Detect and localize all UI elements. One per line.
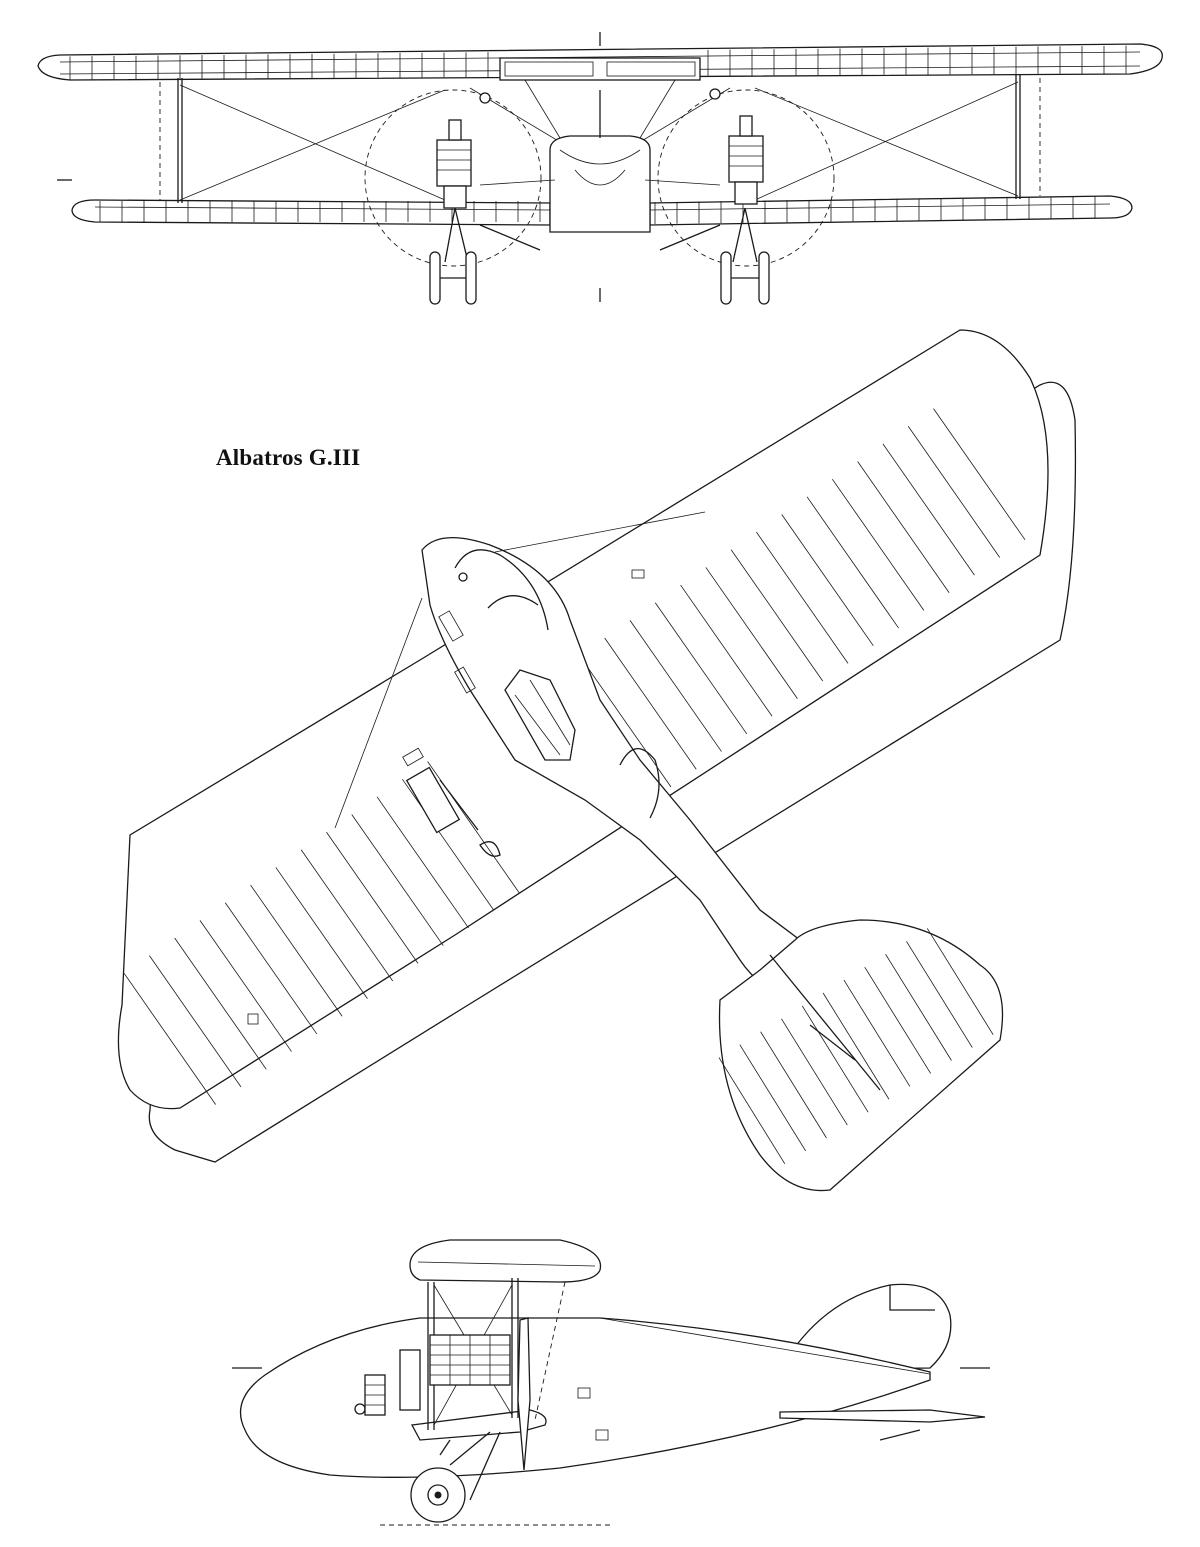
front-right-landing-gear: [659, 207, 770, 305]
rib-line: [149, 955, 242, 1088]
rib-line: [832, 478, 925, 611]
rib-line: [801, 1005, 869, 1113]
side-view: [232, 1239, 990, 1526]
rib-line: [604, 637, 697, 770]
rib-line: [654, 602, 748, 735]
drawing-title: Albatros G.III: [216, 445, 361, 470]
rib-line: [224, 902, 318, 1035]
rib-line: [907, 426, 1001, 558]
side-landing-gear: [410, 1431, 501, 1523]
front-upper-wing-ribs: [69, 45, 1127, 80]
top-engine-right: [504, 669, 576, 761]
side-upper-wing: [409, 1239, 602, 1283]
rib-line: [906, 941, 973, 1048]
rib-line: [885, 954, 952, 1061]
rib-line: [843, 979, 911, 1087]
rib-line: [174, 937, 267, 1070]
front-fuselage: [549, 135, 651, 233]
rib-line: [857, 461, 950, 593]
top-wing-ribs: [123, 408, 1026, 1105]
rib-line: [250, 884, 343, 1017]
rib-line: [781, 1018, 848, 1126]
front-lower-wing-ribs: [99, 196, 1096, 224]
rib-line: [933, 408, 1026, 541]
rib-line: [822, 992, 890, 1100]
rib-line: [199, 920, 292, 1052]
rib-line: [739, 1044, 806, 1152]
rib-line: [300, 849, 394, 982]
front-right-engine: [709, 88, 764, 205]
rib-line: [730, 549, 824, 682]
top-tailplane-ribs: [718, 928, 994, 1165]
side-propeller: [517, 1317, 531, 1471]
rib-line: [629, 620, 722, 752]
rib-line: [806, 496, 899, 629]
top-tailplane: [718, 919, 1004, 1192]
rib-line: [326, 831, 419, 964]
rib-line: [705, 567, 798, 699]
rib-line: [579, 655, 672, 788]
front-left-landing-gear: [429, 207, 541, 305]
rib-line: [680, 584, 773, 717]
side-engine: [399, 1334, 511, 1411]
top-engine-left: [405, 766, 479, 834]
top-view: [117, 329, 1077, 1192]
front-right-propeller-arc: [657, 89, 835, 267]
rib-line: [123, 973, 216, 1105]
rib-line: [781, 514, 874, 646]
rib-line: [864, 966, 931, 1074]
rib-line: [718, 1057, 786, 1165]
rib-line: [760, 1031, 827, 1139]
front-left-propeller-arc: [364, 89, 542, 267]
front-left-engine: [436, 92, 491, 209]
front-view: [37, 32, 1163, 305]
rib-line: [351, 814, 444, 946]
rib-line: [926, 928, 994, 1035]
rib-line: [402, 778, 495, 911]
rib-line: [275, 867, 368, 999]
rib-line: [756, 531, 849, 664]
rib-line: [376, 796, 469, 929]
rib-line: [882, 443, 975, 576]
